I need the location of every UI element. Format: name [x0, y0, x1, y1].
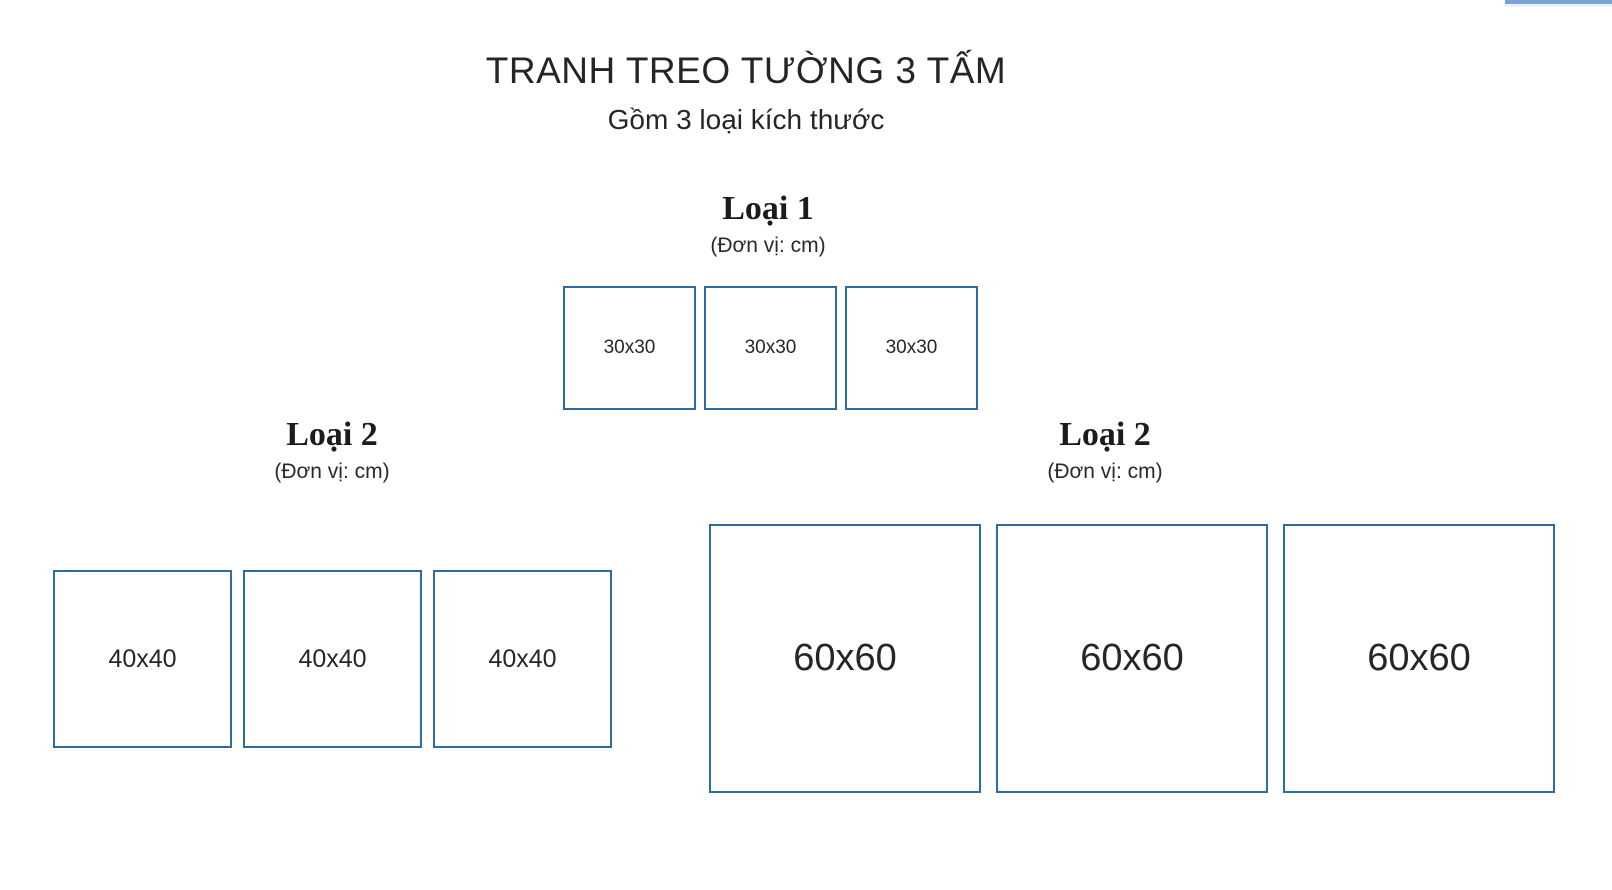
top-right-strip: [1505, 0, 1612, 4]
panel-60x60: 60x60: [709, 524, 981, 793]
panel-60x60: 60x60: [1283, 524, 1555, 793]
group-2-panel-row: 40x40 40x40 40x40: [53, 570, 612, 748]
group-3-header: Loại 2 (Đơn vị: cm): [905, 416, 1305, 484]
group-1-panel-row: 30x30 30x30 30x30: [563, 286, 978, 410]
page-title: TRANH TREO TƯỜNG 3 TẤM: [485, 50, 1007, 91]
panel-30x30: 30x30: [704, 286, 837, 410]
panel-60x60: 60x60: [996, 524, 1268, 793]
panel-40x40: 40x40: [243, 570, 422, 748]
group-1-header: Loại 1 (Đơn vị: cm): [568, 190, 968, 258]
panel-30x30: 30x30: [845, 286, 978, 410]
group-1-label: Loại 1: [722, 190, 814, 227]
top-right-strip-highlight: [1505, 4, 1612, 7]
group-1-unit-note: (Đơn vị: cm): [710, 234, 826, 258]
panel-40x40: 40x40: [53, 570, 232, 748]
group-3-unit-note: (Đơn vị: cm): [1047, 460, 1163, 484]
panel-30x30: 30x30: [563, 286, 696, 410]
page-subtitle: Gồm 3 loại kích thước: [607, 104, 885, 135]
panel-40x40: 40x40: [433, 570, 612, 748]
group-3-label: Loại 2: [1059, 416, 1151, 453]
group-2-unit-note: (Đơn vị: cm): [274, 460, 390, 484]
group-2-label: Loại 2: [286, 416, 378, 453]
group-2-header: Loại 2 (Đơn vị: cm): [132, 416, 532, 484]
group-3-panel-row: 60x60 60x60 60x60: [709, 524, 1555, 793]
